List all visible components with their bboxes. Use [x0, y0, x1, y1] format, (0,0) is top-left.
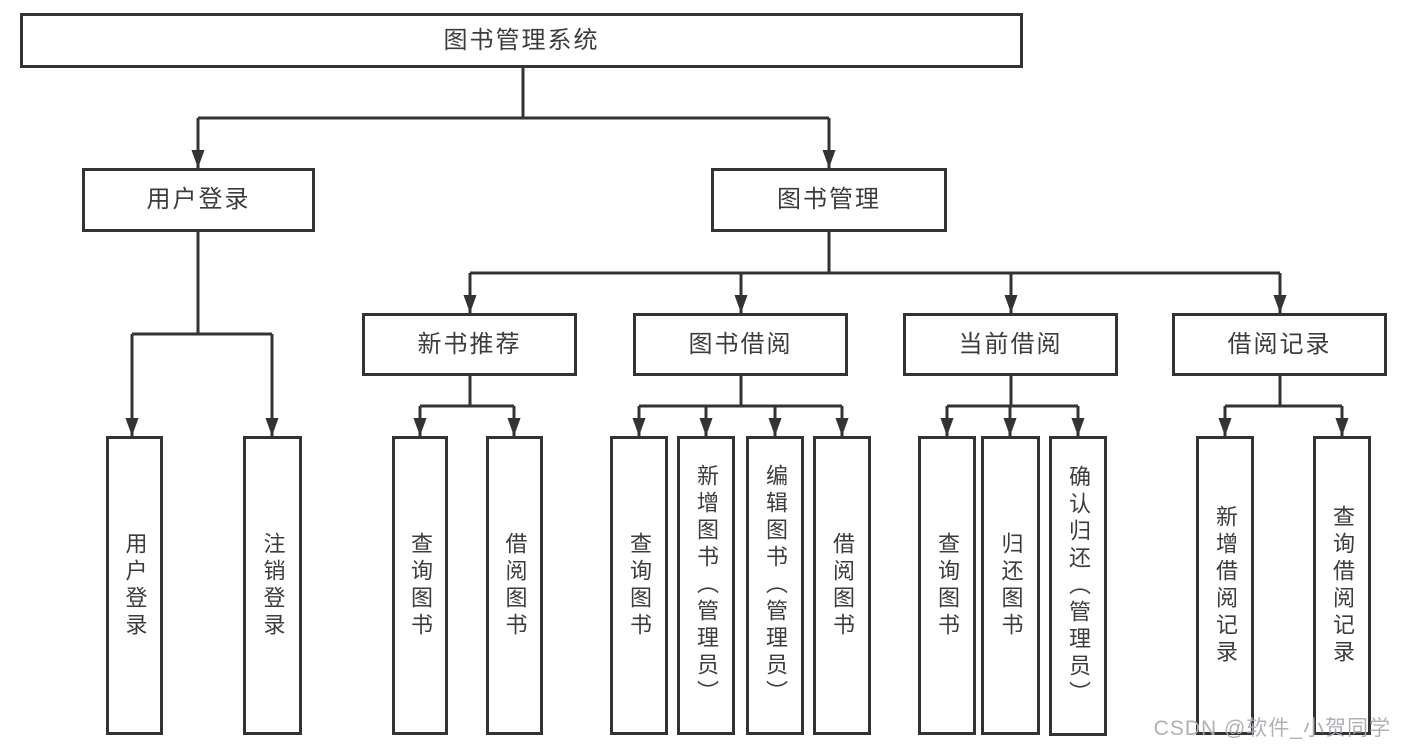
leaf-edit-books-admin-label: 编辑图书（管理员）	[763, 464, 788, 707]
leaf-add-borrow-record-label: 新增借阅记录	[1213, 504, 1238, 667]
leaf-user-login-label: 用户登录	[122, 531, 148, 640]
leaf-confirm-return-admin: 确认归还（管理员）	[1049, 436, 1107, 736]
leaf-return-books-label: 归还图书	[998, 531, 1024, 640]
node-borrow-records: 借阅记录	[1172, 313, 1387, 376]
leaf-query-books-borrow: 查询图书	[610, 436, 668, 735]
leaf-user-login: 用户登录	[106, 436, 163, 735]
leaf-query-books-borrow-label: 查询图书	[627, 531, 652, 640]
node-book-management: 图书管理	[711, 168, 947, 232]
leaf-logout-label: 注销登录	[260, 531, 286, 640]
leaf-query-books-current-label: 查询图书	[935, 531, 960, 640]
leaf-query-borrow-record: 查询借阅记录	[1313, 436, 1371, 735]
node-root: 图书管理系统	[20, 13, 1023, 68]
leaf-confirm-return-admin-label: 确认归还（管理员）	[1066, 464, 1091, 708]
leaf-add-books-admin-label: 新增图书（管理员）	[694, 464, 719, 707]
leaf-query-borrow-record-label: 查询借阅记录	[1330, 504, 1355, 667]
node-book-borrow: 图书借阅	[633, 313, 848, 376]
leaf-query-books-recommend-label: 查询图书	[408, 531, 433, 640]
leaf-borrow-books-recommend: 借阅图书	[486, 436, 543, 735]
leaf-edit-books-admin: 编辑图书（管理员）	[746, 436, 804, 735]
leaf-logout: 注销登录	[243, 436, 302, 735]
node-current-borrow: 当前借阅	[903, 313, 1118, 376]
leaf-query-books-recommend: 查询图书	[392, 436, 448, 735]
leaf-return-books: 归还图书	[981, 436, 1040, 735]
leaf-borrow-books: 借阅图书	[813, 436, 871, 735]
leaf-borrow-books-recommend-label: 借阅图书	[502, 531, 528, 640]
leaf-add-borrow-record: 新增借阅记录	[1196, 436, 1254, 735]
node-new-book-recommend: 新书推荐	[362, 313, 577, 376]
leaf-query-books-current: 查询图书	[918, 436, 976, 735]
csdn-watermark: CSDN @软件_小贺同学	[1153, 717, 1391, 740]
node-user-login: 用户登录	[82, 168, 315, 232]
leaf-borrow-books-label: 借阅图书	[830, 531, 855, 640]
leaf-add-books-admin: 新增图书（管理员）	[677, 436, 735, 735]
